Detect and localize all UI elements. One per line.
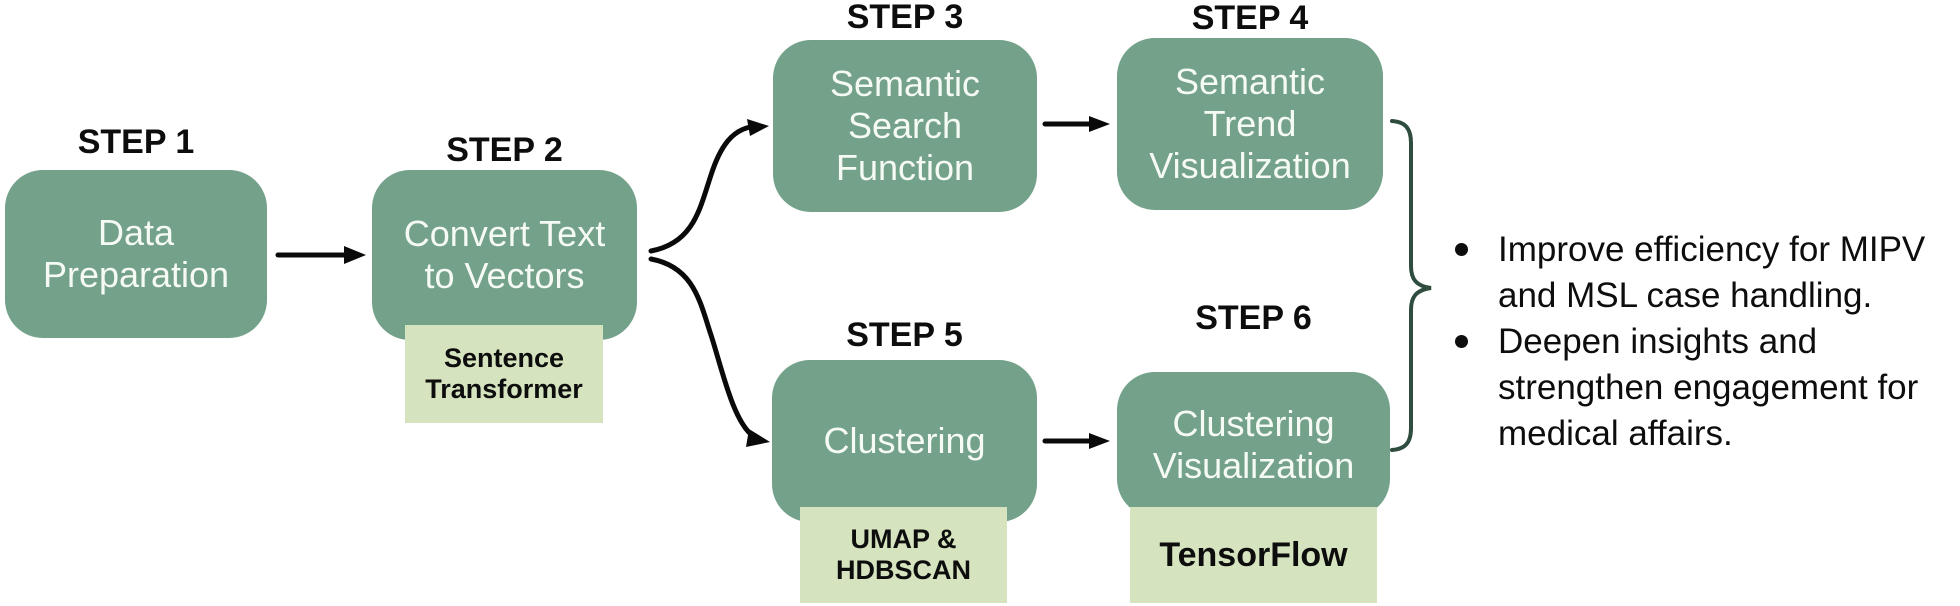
step2-box-text: to Vectors bbox=[424, 255, 585, 296]
bullet-text-line: strengthen engagement for bbox=[1498, 368, 1919, 407]
step1-box-text: Preparation bbox=[42, 254, 230, 295]
arrow-step1-to-step2-icon bbox=[275, 246, 366, 264]
bullet-text-line: Improve efficiency for MIPV bbox=[1498, 230, 1926, 269]
arrow-step5-to-step6-icon bbox=[1042, 433, 1110, 449]
step4-box: Semantic Trend Visualization bbox=[1117, 38, 1383, 210]
bullet-text: Improve efficiency for MIPV and MSL case… bbox=[1498, 227, 1925, 319]
step6-tool-text: TensorFlow bbox=[1159, 536, 1348, 574]
curly-brace-icon bbox=[1390, 119, 1432, 452]
step2-box-text: Convert Text bbox=[403, 213, 606, 254]
step1-label: STEP 1 bbox=[77, 123, 195, 161]
step6-label: STEP 6 bbox=[1195, 299, 1312, 337]
step3-box-text: Search bbox=[847, 105, 963, 146]
step2-tool-text: Transformer bbox=[425, 374, 583, 404]
bullet-text-line: medical affairs. bbox=[1498, 414, 1733, 453]
step2-box: Convert Text to Vectors bbox=[372, 170, 637, 340]
bullet-text-line: Deepen insights and bbox=[1498, 322, 1818, 361]
step5-box-text: Clustering bbox=[823, 420, 986, 461]
step6-tool-box: TensorFlow bbox=[1130, 507, 1377, 603]
outcomes-list: Improve efficiency for MIPV and MSL case… bbox=[1452, 227, 1942, 457]
step3-box: Semantic Search Function bbox=[773, 40, 1037, 212]
step6-box-text: Visualization bbox=[1152, 444, 1355, 486]
list-item: Deepen insights and strengthen engagemen… bbox=[1452, 319, 1942, 457]
arrow-step3-to-step4-icon bbox=[1042, 116, 1110, 132]
step3-label: STEP 3 bbox=[846, 0, 964, 36]
step2-tool-box: Sentence Transformer bbox=[405, 325, 603, 423]
arrow-step2-to-step5-icon bbox=[648, 256, 770, 447]
step4-box-text: Trend bbox=[1203, 103, 1297, 144]
step1-box-text: Data bbox=[97, 212, 175, 253]
step3-box-text: Function bbox=[835, 147, 975, 188]
step3-box-text: Semantic bbox=[829, 63, 981, 104]
step1-box: Data Preparation bbox=[5, 170, 267, 338]
bullet-icon bbox=[1455, 335, 1468, 348]
bullet-text: Deepen insights and strengthen engagemen… bbox=[1498, 319, 1918, 457]
step6-box-text: Clustering bbox=[1172, 402, 1335, 444]
bullet-icon bbox=[1455, 243, 1468, 256]
step4-label: STEP 4 bbox=[1191, 0, 1309, 37]
step5-label: STEP 5 bbox=[846, 316, 963, 354]
step5-box: Clustering bbox=[772, 360, 1037, 522]
step2-label: STEP 2 bbox=[446, 131, 563, 169]
step5-tool-text: UMAP & bbox=[850, 524, 957, 554]
step5-tool-text: HDBSCAN bbox=[836, 555, 971, 585]
step4-box-text: Visualization bbox=[1149, 145, 1351, 186]
arrow-step2-to-step3-icon bbox=[648, 119, 769, 254]
step5-tool-box: UMAP & HDBSCAN bbox=[800, 507, 1007, 603]
list-item: Improve efficiency for MIPV and MSL case… bbox=[1452, 227, 1942, 319]
step4-box-text: Semantic bbox=[1174, 61, 1326, 102]
step6-box: Clustering Visualization bbox=[1117, 372, 1390, 517]
bullet-text-line: and MSL case handling. bbox=[1498, 276, 1873, 315]
step2-tool-text: Sentence bbox=[443, 343, 565, 373]
